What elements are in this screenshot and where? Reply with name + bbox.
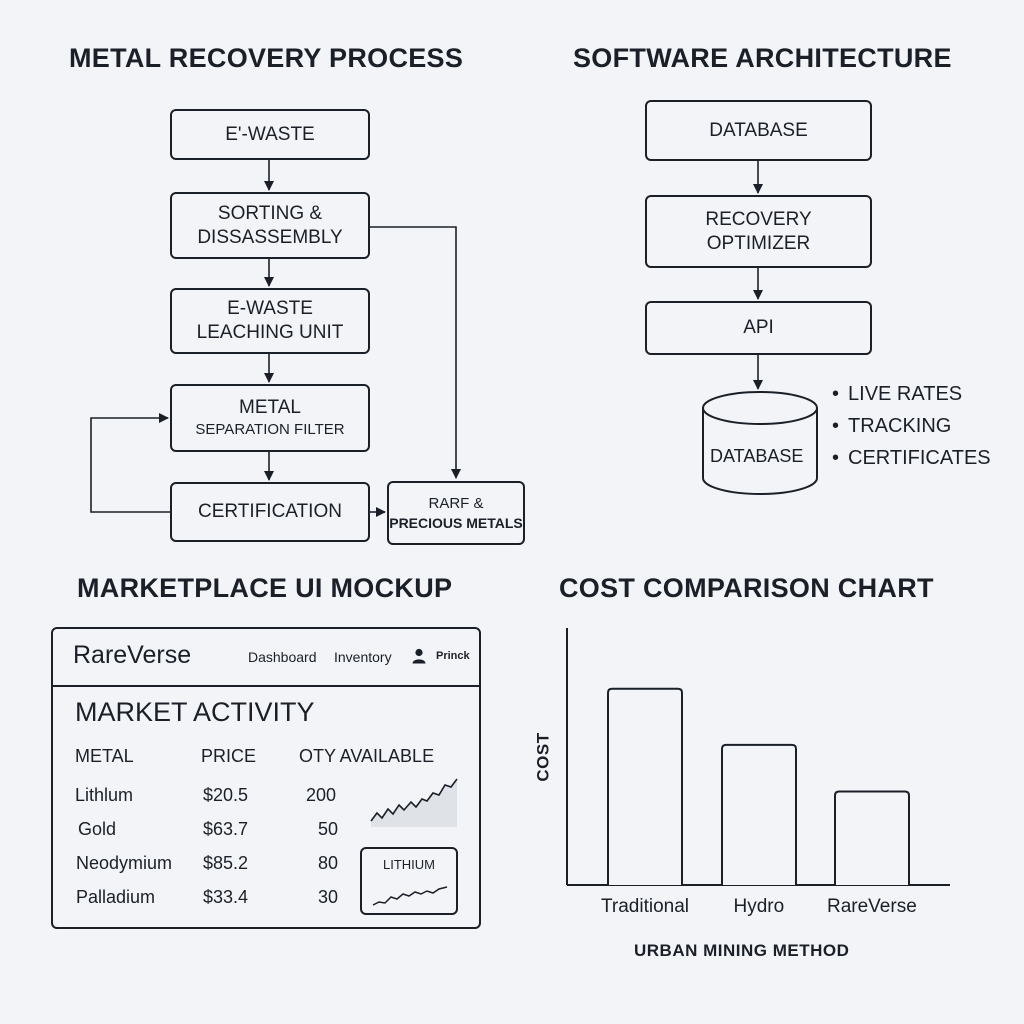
- cell-qty: 50: [318, 819, 339, 839]
- price-sparkline: [370, 778, 458, 827]
- feature-certificates: CERTIFICATES: [832, 442, 991, 474]
- cell-qty: 30: [318, 887, 339, 907]
- arch-optimizer-line1: RECOVERY: [705, 208, 812, 230]
- arch-optimizer-box: RECOVERY OPTIMIZER: [645, 195, 872, 268]
- lithium-mini-line: [372, 886, 448, 906]
- step-separation: METAL SEPARATION FILTER: [170, 384, 370, 452]
- arch-api-label: API: [743, 317, 774, 338]
- lithium-mini-card[interactable]: LITHIUM: [360, 847, 458, 915]
- step-leaching-line1: E-WASTE: [227, 298, 313, 319]
- mini-chart-title: LITHIUM: [383, 857, 435, 872]
- brand-logo[interactable]: RareVerse: [73, 641, 192, 669]
- arch-api-box: API: [645, 301, 872, 355]
- col-header-metal: METAL: [75, 746, 134, 766]
- step-sorting: SORTING & DISSASSEMBLY: [170, 192, 370, 259]
- feature-live-rates: LIVE RATES: [832, 378, 991, 410]
- user-icon[interactable]: [412, 648, 426, 664]
- cell-metal: Palladium: [76, 887, 156, 907]
- database-cylinder-shape: [702, 391, 818, 495]
- nav-dashboard[interactable]: Dashboard: [248, 649, 317, 665]
- chart-title: COST COMPARISON CHART: [559, 573, 934, 603]
- arch-database-cylinder-label: DATABASE: [710, 446, 804, 466]
- cell-qty: 200: [306, 785, 337, 805]
- cell-price: $33.4: [203, 887, 249, 907]
- cell-price: $20.5: [203, 785, 249, 805]
- cell-qty: 80: [318, 853, 339, 873]
- arch-database-label: DATABASE: [709, 119, 808, 141]
- arrow-feedback-loop: [90, 413, 170, 513]
- arrow-sorting-to-rare: [370, 226, 461, 479]
- x-tick-label: Hydro: [733, 896, 785, 917]
- step-ewaste: E'-WASTE: [170, 109, 370, 160]
- marketplace-title: MARKETPLACE UI MOCKUP: [77, 573, 453, 603]
- step-ewaste-label: E'-WASTE: [225, 123, 315, 145]
- cell-metal: Gold: [78, 819, 117, 839]
- step-leaching-line2: LEACHING UNIT: [196, 322, 344, 343]
- y-axis-label: COST: [533, 732, 553, 782]
- cell-metal: Lithlum: [75, 785, 134, 805]
- step-rare-line2: PRECIOUS METALS: [389, 515, 523, 531]
- architecture-title: SOFTWARE ARCHITECTURE: [573, 43, 952, 73]
- step-rare-metals: RARF & PRECIOUS METALS: [387, 481, 525, 545]
- step-separation-line1: METAL: [239, 397, 301, 418]
- user-name[interactable]: Princk: [436, 650, 470, 662]
- cell-price: $85.2: [203, 853, 249, 873]
- x-tick-label: RareVerse: [827, 896, 917, 917]
- arch-optimizer-line2: OPTIMIZER: [706, 232, 811, 254]
- cell-price: $63.7: [203, 819, 249, 839]
- step-rare-line1: RARF &: [428, 495, 484, 512]
- nav-inventory[interactable]: Inventory: [334, 649, 392, 665]
- process-title: METAL RECOVERY PROCESS: [69, 43, 464, 73]
- step-leaching: E-WASTE LEACHING UNIT: [170, 288, 370, 354]
- marketplace-window: RareVerse Dashboard Inventory Princk MAR…: [51, 627, 481, 929]
- marketplace-header: RareVerse Dashboard Inventory Princk: [53, 629, 479, 687]
- step-certification: CERTIFICATION: [170, 482, 370, 542]
- step-separation-line2: SEPARATION FILTER: [195, 421, 345, 438]
- step-sorting-line1: SORTING &: [217, 202, 323, 224]
- col-header-qty: OTY AVAILABLE: [299, 746, 435, 766]
- feature-list: LIVE RATES TRACKING CERTIFICATES: [832, 378, 991, 474]
- cell-metal: Neodymium: [76, 853, 173, 873]
- step-certification-label: CERTIFICATION: [198, 501, 342, 522]
- x-axis-label: URBAN MINING METHOD: [634, 941, 850, 960]
- feature-tracking: TRACKING: [832, 410, 991, 442]
- x-tick-label: Traditional: [601, 896, 690, 917]
- col-header-price: PRICE: [201, 746, 257, 766]
- arch-database-box: DATABASE: [645, 100, 872, 161]
- market-activity-heading: MARKET ACTIVITY: [75, 697, 315, 727]
- step-sorting-line2: DISSASSEMBLY: [197, 226, 343, 248]
